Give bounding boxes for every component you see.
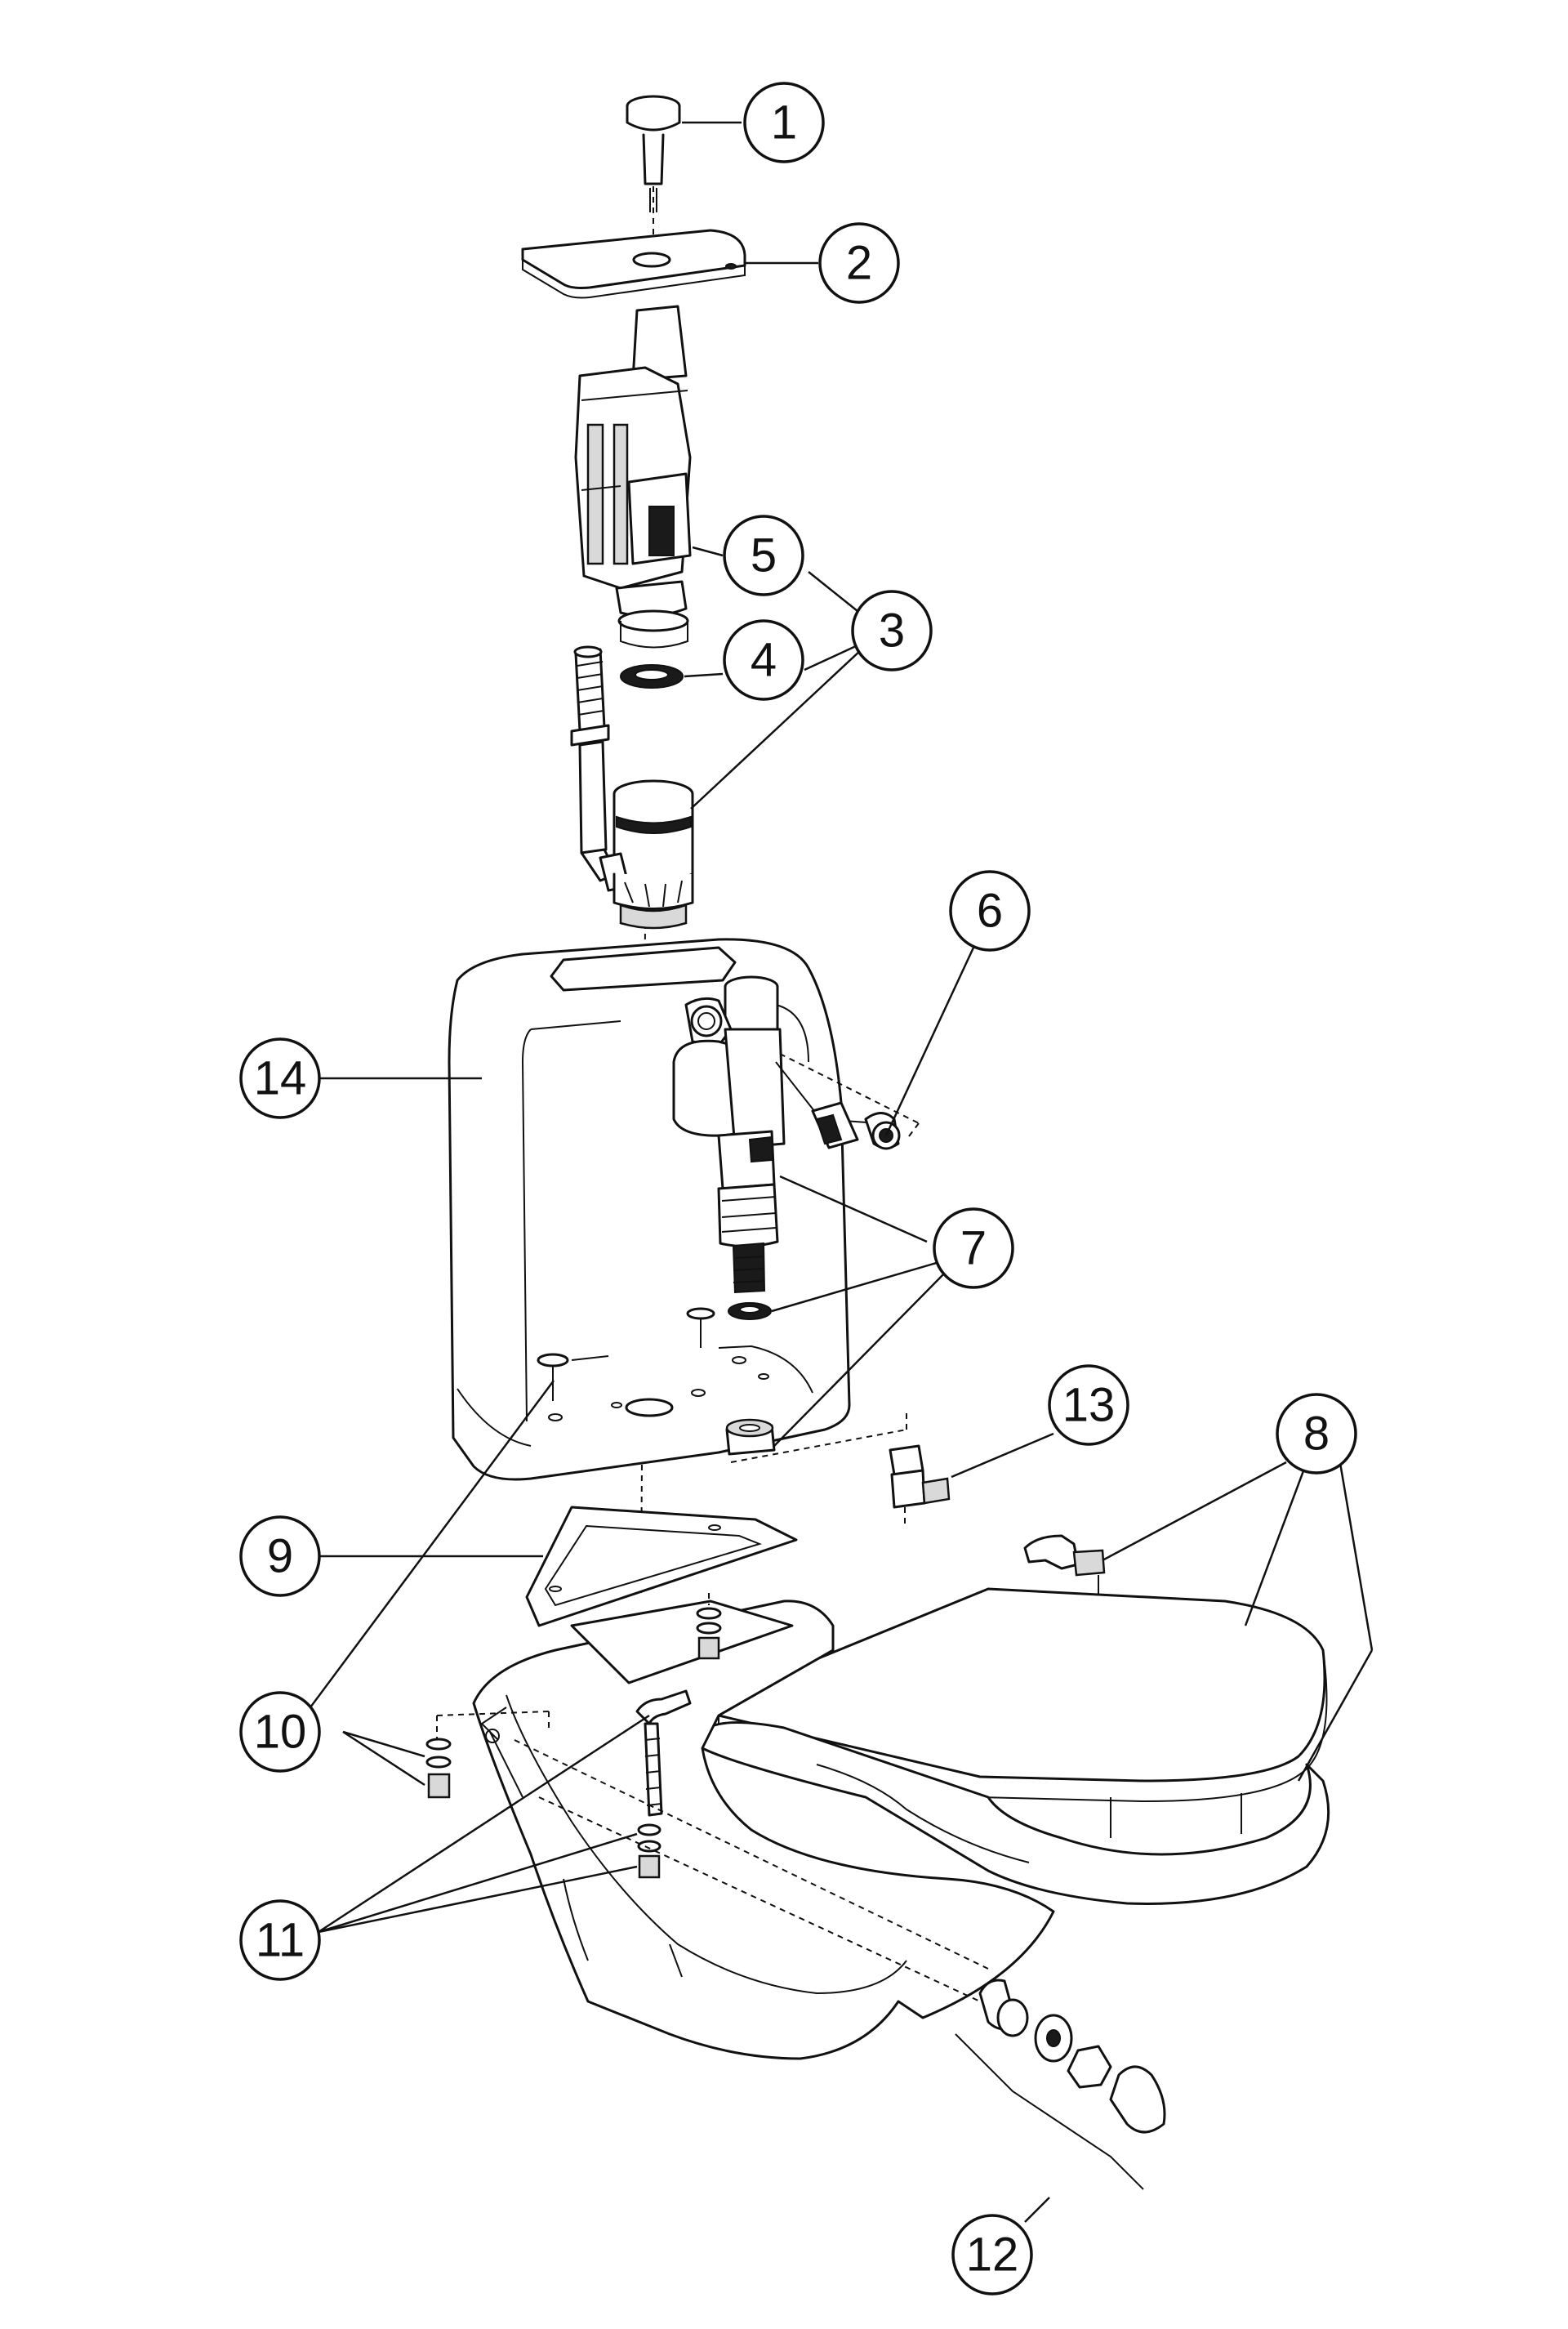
callout-6-label: 6 — [977, 885, 1003, 938]
callout-1: 1 — [743, 82, 825, 163]
callout-3-label: 3 — [879, 605, 905, 658]
callout-14-label: 14 — [254, 1052, 307, 1105]
tank-bolt-mid-part — [686, 1307, 715, 1348]
callout-4: 4 — [723, 619, 804, 701]
callout-10: 10 — [239, 1691, 321, 1773]
wall-fixing-set-part — [538, 1796, 1166, 2190]
callout-1-label: 1 — [771, 96, 797, 149]
seat-hinge-part — [1023, 1534, 1106, 1601]
callout-14: 14 — [239, 1037, 321, 1119]
tank-bolt-left-part — [537, 1353, 569, 1401]
toilet-seat-lid-part — [701, 1587, 1330, 1905]
callout-7: 7 — [933, 1207, 1014, 1289]
callout-2: 2 — [818, 222, 900, 304]
washers-10-part — [425, 1711, 550, 1799]
callout-5-label: 5 — [751, 529, 777, 582]
callout-7-label: 7 — [960, 1222, 987, 1275]
washer-part — [620, 664, 684, 689]
water-inlet-tap-part — [730, 1413, 951, 1528]
callout-12-label: 12 — [966, 2229, 1019, 2282]
callout-9-label: 9 — [267, 1530, 293, 1583]
fill-valve-washer-part — [728, 1302, 772, 1320]
overflow-pipe-part — [570, 645, 618, 882]
flush-valve-mechanism-part — [574, 305, 692, 649]
tank-gasket-part — [525, 1506, 798, 1627]
callout-10-label: 10 — [254, 1706, 307, 1759]
fill-valve-nut-part — [725, 1418, 776, 1456]
callout-2-label: 2 — [846, 237, 872, 290]
leader-lines — [309, 121, 1374, 2223]
gasket-washers-part — [696, 1593, 722, 1660]
callout-12: 12 — [951, 2214, 1033, 2296]
callout-13: 13 — [1048, 1364, 1129, 1446]
callout-11-label: 11 — [256, 1914, 305, 1967]
cistern-tank-part — [448, 938, 851, 1481]
bowl-bolts-part — [514, 1689, 989, 1970]
callout-6: 6 — [949, 870, 1031, 952]
callout-11: 11 — [239, 1899, 321, 1981]
callout-8-label: 8 — [1303, 1408, 1330, 1461]
callout-3: 3 — [851, 590, 933, 671]
cover-plate-part — [521, 229, 746, 299]
fill-valve-part — [672, 975, 786, 1294]
callout-8: 8 — [1276, 1393, 1357, 1475]
push-button-part — [626, 95, 681, 212]
callout-4-label: 4 — [751, 634, 777, 687]
toilet-bowl-part — [472, 1600, 1055, 2060]
valve-body-part — [599, 779, 694, 930]
callout-9: 9 — [239, 1515, 321, 1597]
callout-5: 5 — [723, 515, 804, 596]
callout-13-label: 13 — [1062, 1379, 1116, 1432]
